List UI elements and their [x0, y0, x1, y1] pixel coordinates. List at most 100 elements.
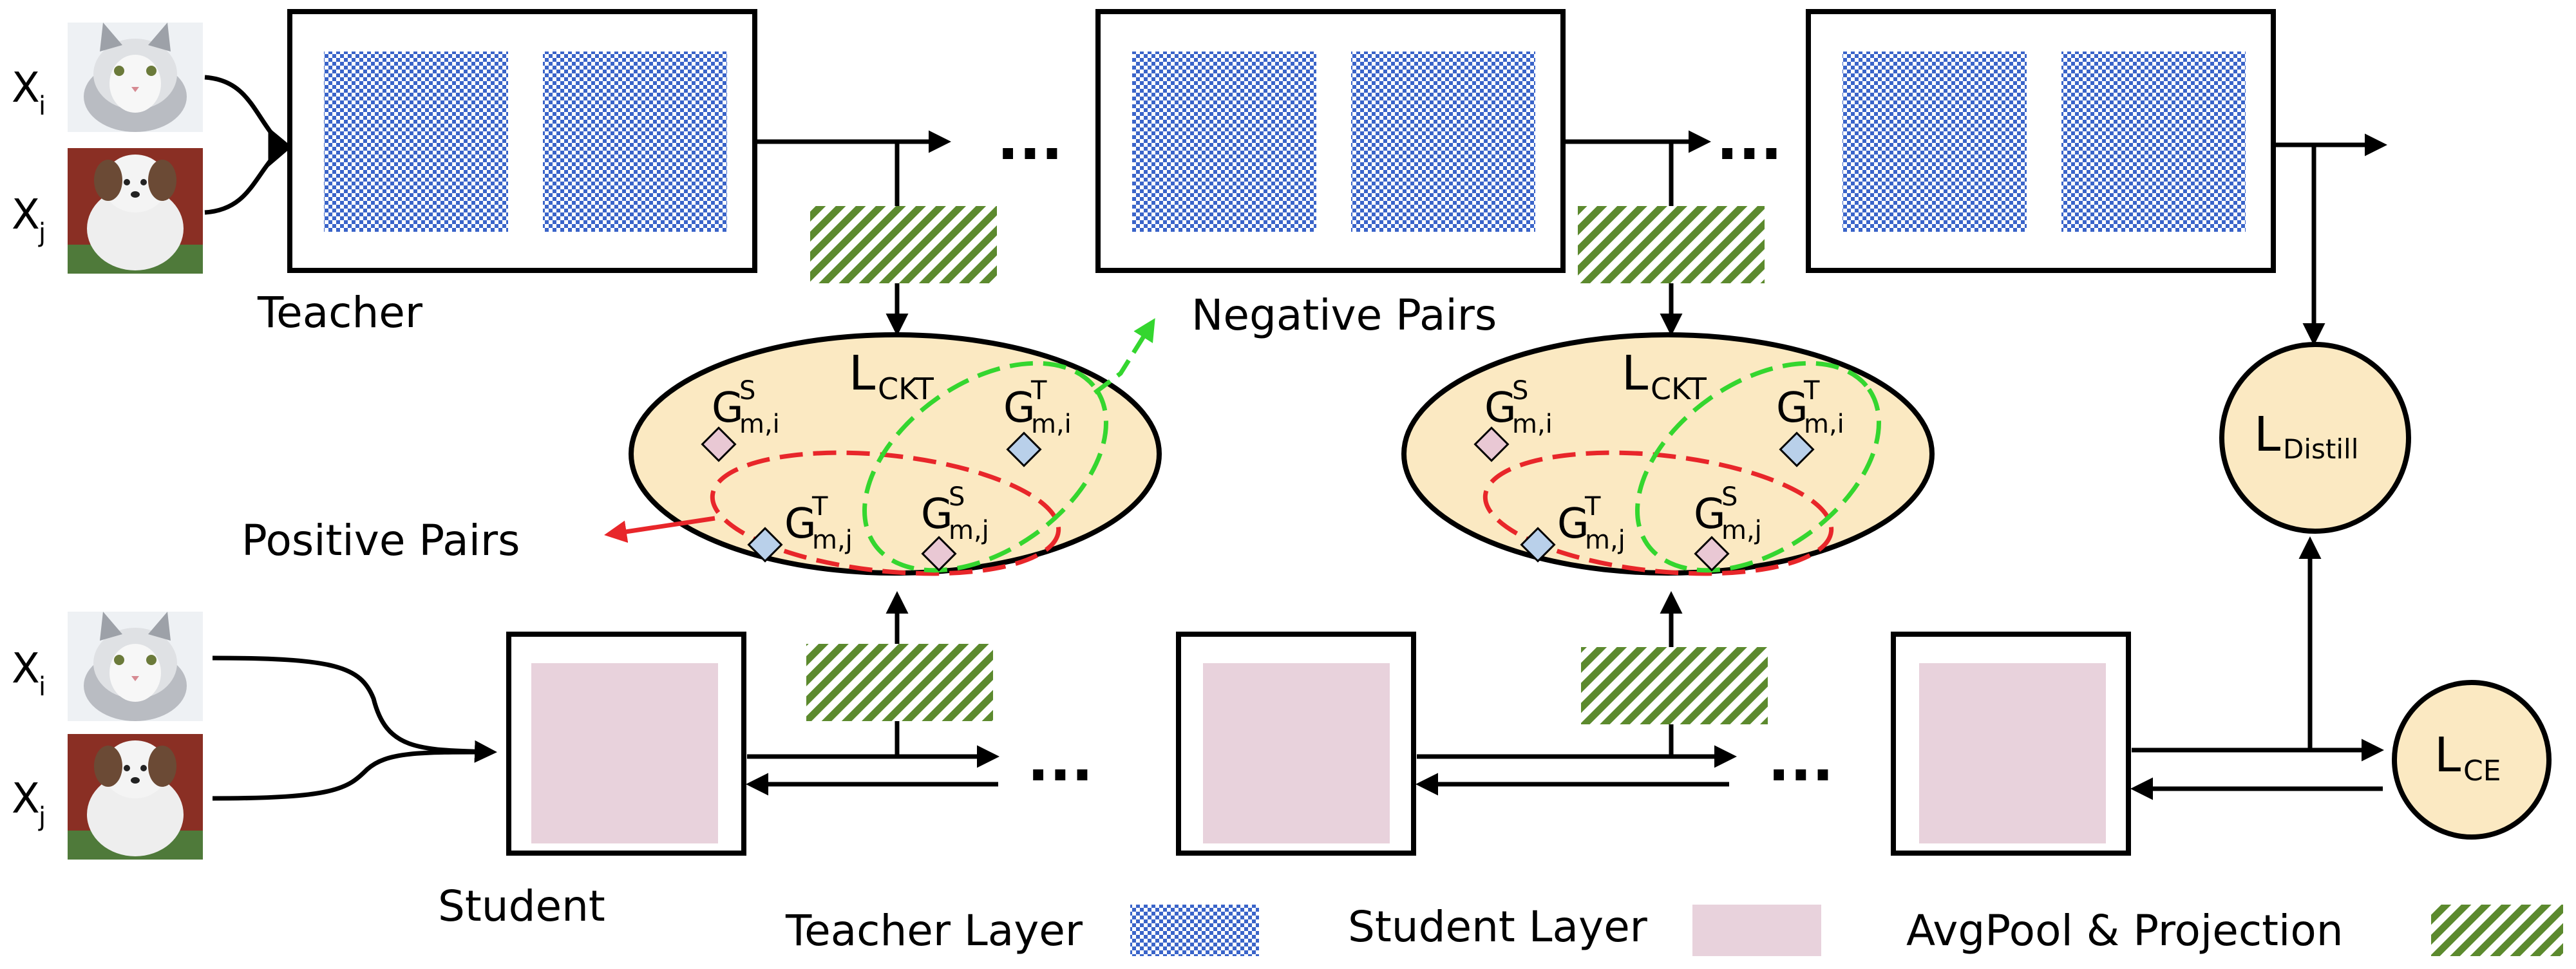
- teacher-layer: [1351, 52, 1535, 232]
- avgpool-projection-teacher-1: [810, 206, 997, 283]
- legend: Teacher Layer Student Layer AvgPool & Pr…: [785, 902, 2563, 956]
- teacher-gram-diamond: [1006, 431, 1042, 467]
- teacher-ellipsis-1: ···: [997, 120, 1063, 188]
- gram-g: G: [1776, 384, 1808, 432]
- teacher-gram-diamond: [1520, 527, 1556, 563]
- teacher-gram-diamond: [747, 527, 783, 563]
- gram-sub: m,i: [1512, 409, 1553, 439]
- gram-sup: S: [949, 482, 965, 512]
- ckt-loss-ellipse-1: L CKT G S m,i G T m,i G T m,j G S m,j: [629, 332, 1162, 576]
- negative-pairs-label: Negative Pairs: [1191, 290, 1497, 340]
- gram-sup: T: [811, 492, 828, 522]
- gram-sub: m,j: [812, 525, 853, 555]
- teacher-block-1: [287, 9, 757, 273]
- student-input-connector: [212, 655, 497, 801]
- negative-pairs-arrow: [1093, 318, 1155, 395]
- teacher-label: Teacher: [257, 288, 423, 337]
- gram-sup: T: [1803, 376, 1820, 406]
- distill-loss-node: L Distill: [2219, 342, 2411, 534]
- teacher-input-connector: [204, 75, 292, 215]
- ckt-loss-subscript: CKT: [878, 372, 934, 406]
- positive-pairs-arrow: [604, 516, 715, 543]
- legend-teacher-layer-swatch: [1130, 905, 1259, 956]
- gram-sub: m,i: [1031, 409, 1072, 439]
- distill-loss-label: L: [2254, 407, 2280, 462]
- student-gram-diamond: [921, 536, 957, 572]
- gram-sup: S: [1721, 482, 1738, 512]
- gram-sub: m,i: [1804, 409, 1844, 439]
- xj-bottom-label: X: [12, 775, 40, 823]
- teacher-layer: [324, 52, 508, 232]
- ce-loss-label: L: [2434, 728, 2461, 783]
- teacher-flow-arrows: [757, 130, 2387, 156]
- xj-bottom-subscript: j: [38, 802, 46, 832]
- student-ellipsis-2: ···: [1768, 742, 1834, 809]
- legend-student-layer-label: Student Layer: [1348, 902, 1648, 952]
- gram-g: G: [1694, 491, 1726, 538]
- ce-loss-subscript: CE: [2463, 755, 2501, 787]
- gram-sup: T: [1584, 492, 1601, 522]
- gram-sup: S: [739, 376, 755, 406]
- gram-g: G: [1484, 384, 1517, 432]
- avgpool-projection-student-1: [806, 644, 993, 721]
- cat-image-bottom: [68, 612, 203, 721]
- teacher-layer: [1842, 52, 2027, 232]
- ce-loss-node: L CE: [2392, 680, 2552, 840]
- ckt-loss-subscript: CKT: [1651, 372, 1707, 406]
- student-label: Student: [438, 881, 605, 931]
- gram-g: G: [712, 384, 744, 432]
- xj-top-label: X: [12, 191, 40, 239]
- ckt-loss-ellipse-2: L CKT G S m,i G T m,i G T m,j G S m,j: [1401, 332, 1935, 576]
- distill-loss-subscript: Distill: [2283, 433, 2358, 465]
- xi-bottom-subscript: i: [39, 672, 46, 702]
- ckt-loss-label: L: [849, 346, 875, 401]
- legend-student-layer-swatch: [1692, 905, 1821, 956]
- xi-top-subscript: i: [39, 91, 46, 121]
- avgpool-projection-teacher-2: [1578, 206, 1765, 283]
- student-block-1: [506, 632, 746, 856]
- teacher-block-2: [1095, 9, 1566, 273]
- gram-sub: m,j: [1585, 525, 1625, 555]
- student-gram-diamond: [1694, 536, 1730, 572]
- teacher-block-3: [1806, 9, 2276, 273]
- gram-sup: T: [1030, 376, 1047, 406]
- xi-top-label: X: [12, 64, 40, 112]
- ckt-loss-label: L: [1622, 346, 1648, 401]
- student-gram-diamond: [1473, 426, 1510, 462]
- student-tap-arrows: [886, 536, 2322, 757]
- gram-g: G: [784, 500, 817, 548]
- student-layer: [531, 663, 718, 843]
- negative-pair-boundary: [1635, 361, 1881, 573]
- teacher-layer: [2061, 52, 2246, 232]
- gram-sup: S: [1512, 376, 1528, 406]
- student-layer: [1919, 663, 2106, 843]
- xi-bottom-label: X: [12, 645, 40, 693]
- student-block-3: [1891, 632, 2131, 856]
- student-gram-diamond: [701, 426, 737, 462]
- student-flow-arrows: [746, 739, 2384, 800]
- legend-avgpool-swatch: [2431, 905, 2563, 956]
- gram-sub: m,j: [1721, 516, 1762, 545]
- teacher-layer: [543, 52, 727, 232]
- legend-teacher-layer-label: Teacher Layer: [785, 906, 1083, 955]
- teacher-ellipsis-2: ···: [1716, 120, 1783, 188]
- positive-pair-boundary: [1482, 450, 1834, 576]
- student-layer: [1203, 663, 1390, 843]
- gram-g: G: [1557, 500, 1589, 548]
- gram-g: G: [1003, 384, 1036, 432]
- teacher-layer: [1132, 52, 1316, 232]
- dog-image-bottom: [68, 734, 203, 860]
- gram-g: G: [921, 491, 953, 538]
- teacher-tap-arrows: [886, 142, 2325, 346]
- student-block-2: [1176, 632, 1416, 856]
- gram-sub: m,j: [949, 516, 989, 545]
- positive-pair-boundary: [710, 450, 1061, 576]
- positive-pairs-label: Positive Pairs: [242, 516, 520, 565]
- avgpool-projection-student-2: [1581, 647, 1768, 724]
- student-ellipsis-1: ···: [1027, 742, 1094, 809]
- cat-image-top: [68, 23, 203, 132]
- legend-avgpool-label: AvgPool & Projection: [1906, 906, 2344, 955]
- dog-image-top: [68, 148, 203, 274]
- teacher-gram-diamond: [1779, 431, 1815, 467]
